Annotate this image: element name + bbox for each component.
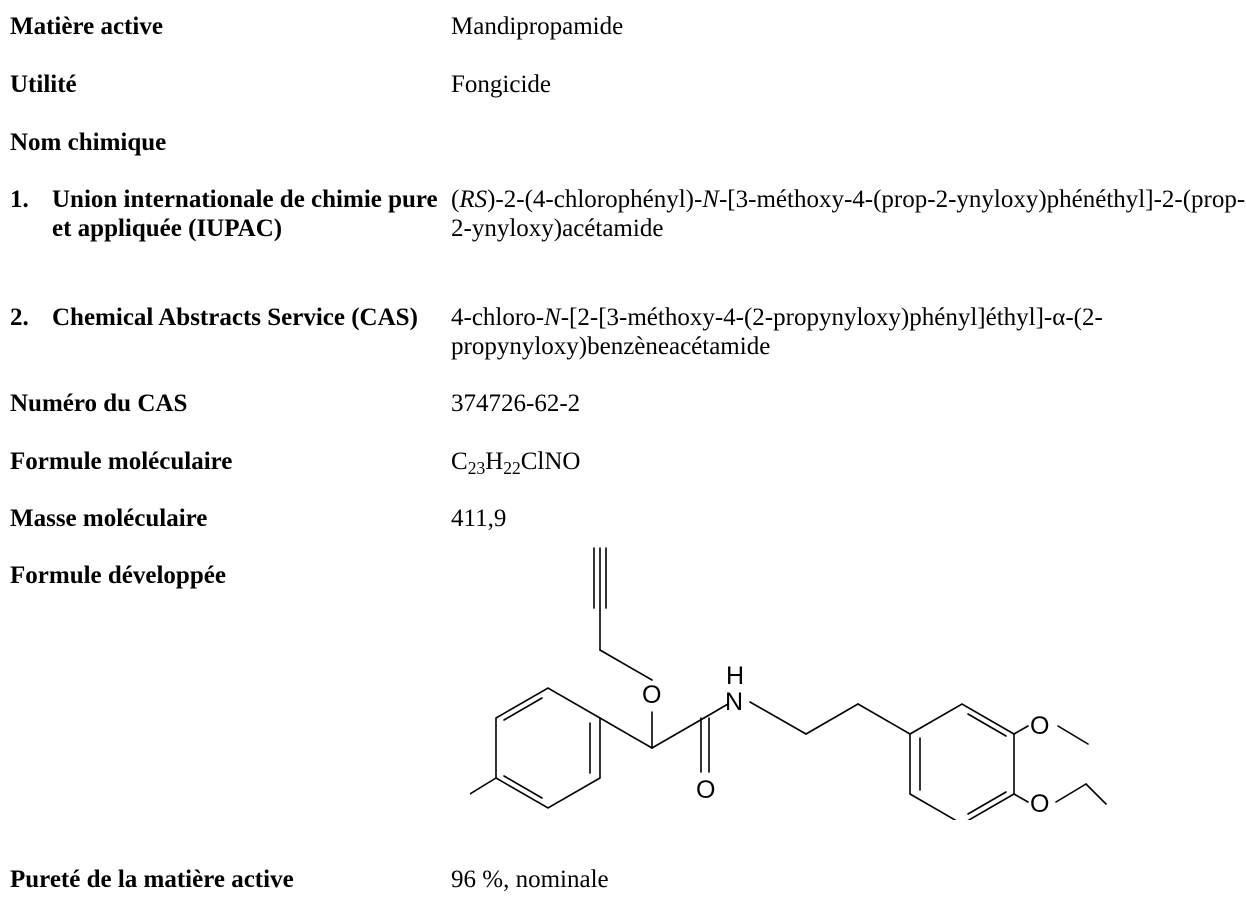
right-benzene-ring [909,703,1015,820]
left-ring-double-2 [503,775,543,799]
bond-ch-carbonyl [651,717,705,749]
iupac-value: (RS)-2-(4-chlorophényl)-N-[3-méthoxy-4-(… [451,186,1246,242]
bond-ch2-ring [857,703,911,735]
cas-number-value: 374726-62-2 [451,390,581,417]
bond-ch-ring [599,717,653,749]
use-label: Utilité [10,71,77,98]
atom-o-methoxy: O [1030,712,1049,740]
molecular-mass-label: Masse moléculaire [10,505,208,532]
molecular-mass-value: 411,9 [451,505,507,532]
cas-label: 2. Chemical Abstracts Service (CAS) [10,303,450,332]
right-ring-double-2 [967,791,1007,815]
structural-formula-diagram: O H N O O O Cl [470,547,1107,820]
bond-ch2-ch2 [805,703,859,735]
bond-carbonyl-n [703,703,729,719]
iupac-label-text: Union internationale de chimie pure et a… [52,186,438,242]
structural-formula-label: Formule développée [10,562,226,589]
chemical-name-label: Nom chimique [10,129,167,156]
iupac-label: 1. Union internationale de chimie pure e… [10,185,450,243]
cas-number-label: Numéro du CAS [10,390,188,417]
bond-ring-o-propargyl [1013,793,1029,803]
left-ring-double-3 [503,697,543,721]
bond-ch2-o [599,649,653,681]
bond-o-methyl [1057,725,1089,745]
active-ingredient-label: Matière active [10,13,163,40]
bond-ring-cl [470,777,497,795]
molecular-formula-value: C23H22ClNO [451,448,581,479]
left-benzene-ring [495,687,601,809]
bond-n-ch2 [749,701,807,735]
cas-value: 4-chloro-N-[2-[3-méthoxy-4-(2-propynylox… [451,304,1103,360]
cas-label-text: Chemical Abstracts Service (CAS) [52,304,418,331]
active-ingredient-value: Mandipropamide [451,13,624,40]
iupac-number: 1. [10,186,29,213]
molecular-formula-label: Formule moléculaire [10,448,233,475]
bond-ring-o-methoxy [1013,725,1029,735]
bond-o-ch2-right [1055,783,1087,803]
atom-o-propargyl: O [1030,790,1049,818]
cas-number: 2. [10,304,29,331]
atom-h: H [726,662,744,690]
atom-o-ether-top: O [642,681,661,709]
purity-value: 96 %, nominale [451,866,609,893]
bond-ch2-alkyne-right [1085,783,1107,805]
right-ring-double-1 [967,713,1007,737]
atom-o-carbonyl: O [696,776,715,804]
atom-n: N [725,688,743,716]
use-value: Fongicide [451,71,551,98]
purity-label: Pureté de la matière active [10,866,294,893]
